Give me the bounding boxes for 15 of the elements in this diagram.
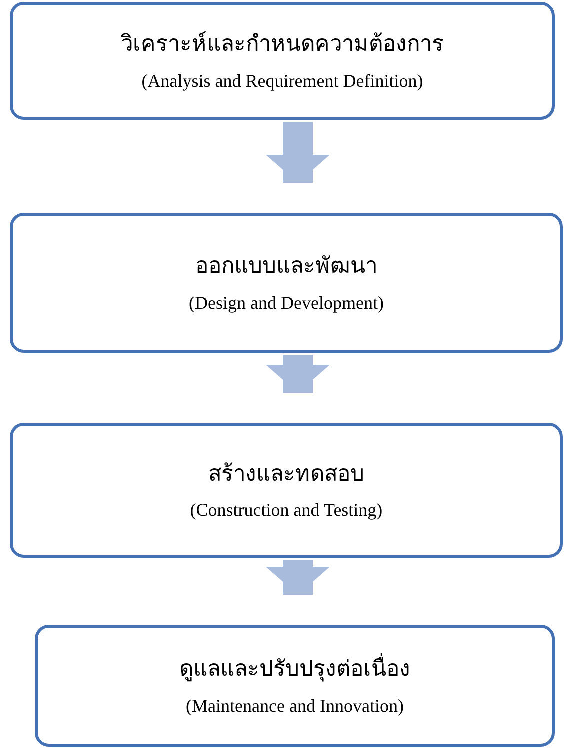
process-box <box>10 213 563 353</box>
step-subtitle: (Design and Development) <box>189 292 384 314</box>
process-box <box>10 2 555 120</box>
step-title: วิเคราะห์และกำหนดความต้องการ <box>121 30 444 58</box>
block-arrow <box>266 355 330 393</box>
step-subtitle: (Construction and Testing) <box>190 499 383 522</box>
step-subtitle: (Analysis and Requirement Definition) <box>142 70 424 92</box>
block-arrow <box>266 560 330 595</box>
block-arrow <box>266 122 330 183</box>
process-box <box>10 423 563 558</box>
step-title: สร้างและทดสอบ <box>208 460 364 487</box>
step-subtitle: (Maintenance and Innovation) <box>186 694 404 717</box>
step-title: ออกแบบและพัฒนา <box>196 252 378 280</box>
process-box <box>35 625 555 747</box>
step-title: ดูแลและปรับปรุงต่อเนื่อง <box>180 655 410 682</box>
